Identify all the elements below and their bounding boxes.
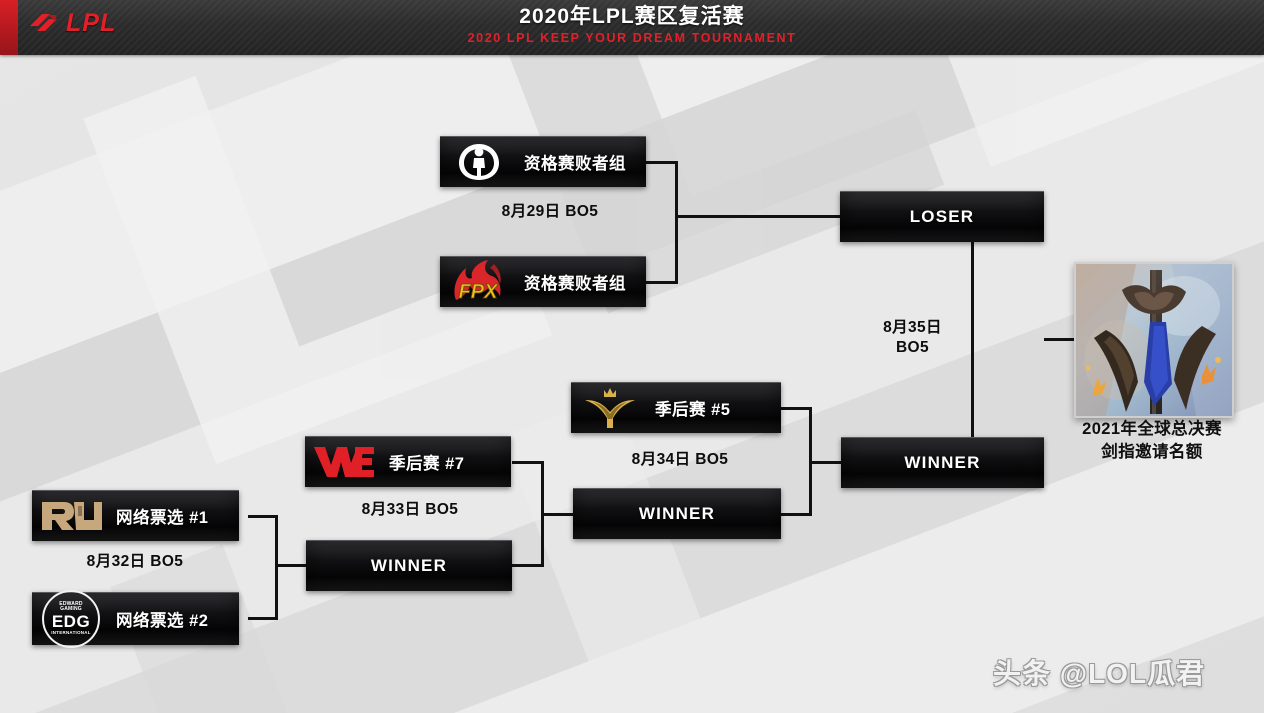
header-accent-bar (0, 0, 18, 55)
team-box-fpx[interactable]: FPX 资格赛败者组 (440, 256, 646, 307)
lpl-mark-icon (30, 14, 57, 31)
result-label: LOSER (909, 207, 975, 226)
team-label: 网络票选 #2 (116, 612, 209, 630)
rng-icon (32, 491, 110, 541)
connector-line (248, 617, 278, 620)
connector-line (512, 564, 544, 567)
team-box-ig[interactable]: 资格赛败者组 (440, 136, 646, 187)
match-date-qualifier: 8月29日 BO5 (501, 203, 599, 220)
result-box-winner-lower[interactable]: WINNER (306, 540, 512, 591)
lpl-logo-text: LPL (66, 9, 117, 37)
result-label: WINNER (638, 504, 716, 523)
match-date-playoff7: 8月33日 BO5 (361, 501, 459, 518)
champion-caption: 2021年全球总决赛 剑指邀请名额 (1046, 418, 1258, 464)
connector-line (781, 513, 812, 516)
team-label: 季后赛 #7 (389, 455, 465, 473)
connector-line (971, 242, 974, 463)
connector-line (675, 161, 678, 284)
champion-caption-line2: 剑指邀请名额 (1101, 443, 1203, 461)
team-label: 资格赛败者组 (524, 155, 626, 173)
connector-line (541, 513, 573, 516)
team-box-tes[interactable]: 季后赛 #5 (571, 382, 781, 433)
connector-line (248, 515, 278, 518)
connector-line (1044, 338, 1074, 341)
result-label: WINNER (370, 556, 448, 575)
match-date-final-line2: BO5 (895, 339, 930, 356)
lpl-logo: LPL (28, 9, 117, 37)
connector-line (675, 215, 840, 218)
team-label: 网络票选 #1 (116, 509, 209, 527)
match-date-final: 8月35日 BO5 (855, 318, 970, 358)
match-date-playoff5: 8月34日 BO5 (631, 451, 729, 468)
title-english: 2020 LPL KEEP YOUR DREAM TOURNAMENT (467, 31, 797, 45)
connector-line (512, 461, 544, 464)
svg-text:FPX: FPX (459, 281, 500, 303)
connector-line (781, 407, 812, 410)
connector-line (646, 161, 678, 164)
ig-icon (440, 137, 518, 187)
team-box-we[interactable]: 季后赛 #7 (305, 436, 511, 487)
champion-splash-art (1074, 262, 1234, 418)
result-box-loser[interactable]: LOSER (840, 191, 1044, 242)
title-chinese: 2020年LPL赛区复活赛 (519, 5, 745, 28)
match-date-final-line1: 8月35日 (883, 319, 942, 336)
champion-caption-line1: 2021年全球总决赛 (1082, 420, 1222, 438)
connector-line (646, 281, 678, 284)
result-box-winner-middle[interactable]: WINNER (573, 488, 781, 539)
page-header: LPL 2020年LPL赛区复活赛 2020 LPL KEEP YOUR DRE… (0, 0, 1264, 55)
watermark: 头条 @LOL瓜君 (993, 658, 1206, 689)
team-box-rng[interactable]: 网络票选 #1 (32, 490, 239, 541)
header-title-block: 2020年LPL赛区复活赛 2020 LPL KEEP YOUR DREAM T… (0, 4, 1264, 46)
result-label: WINNER (904, 453, 981, 472)
fpx-icon: FPX (440, 257, 518, 307)
we-icon (305, 437, 383, 487)
splash-art-image (1076, 264, 1232, 416)
match-date-online-vote: 8月32日 BO5 (86, 553, 184, 570)
team-label: 资格赛败者组 (524, 275, 626, 293)
connector-line (809, 461, 842, 464)
connector-line (971, 338, 974, 341)
tes-icon (571, 383, 649, 433)
result-box-winner-final[interactable]: WINNER (841, 437, 1044, 488)
connector-line (275, 515, 278, 620)
connector-line (275, 564, 306, 567)
team-label: 季后赛 #5 (655, 401, 731, 419)
